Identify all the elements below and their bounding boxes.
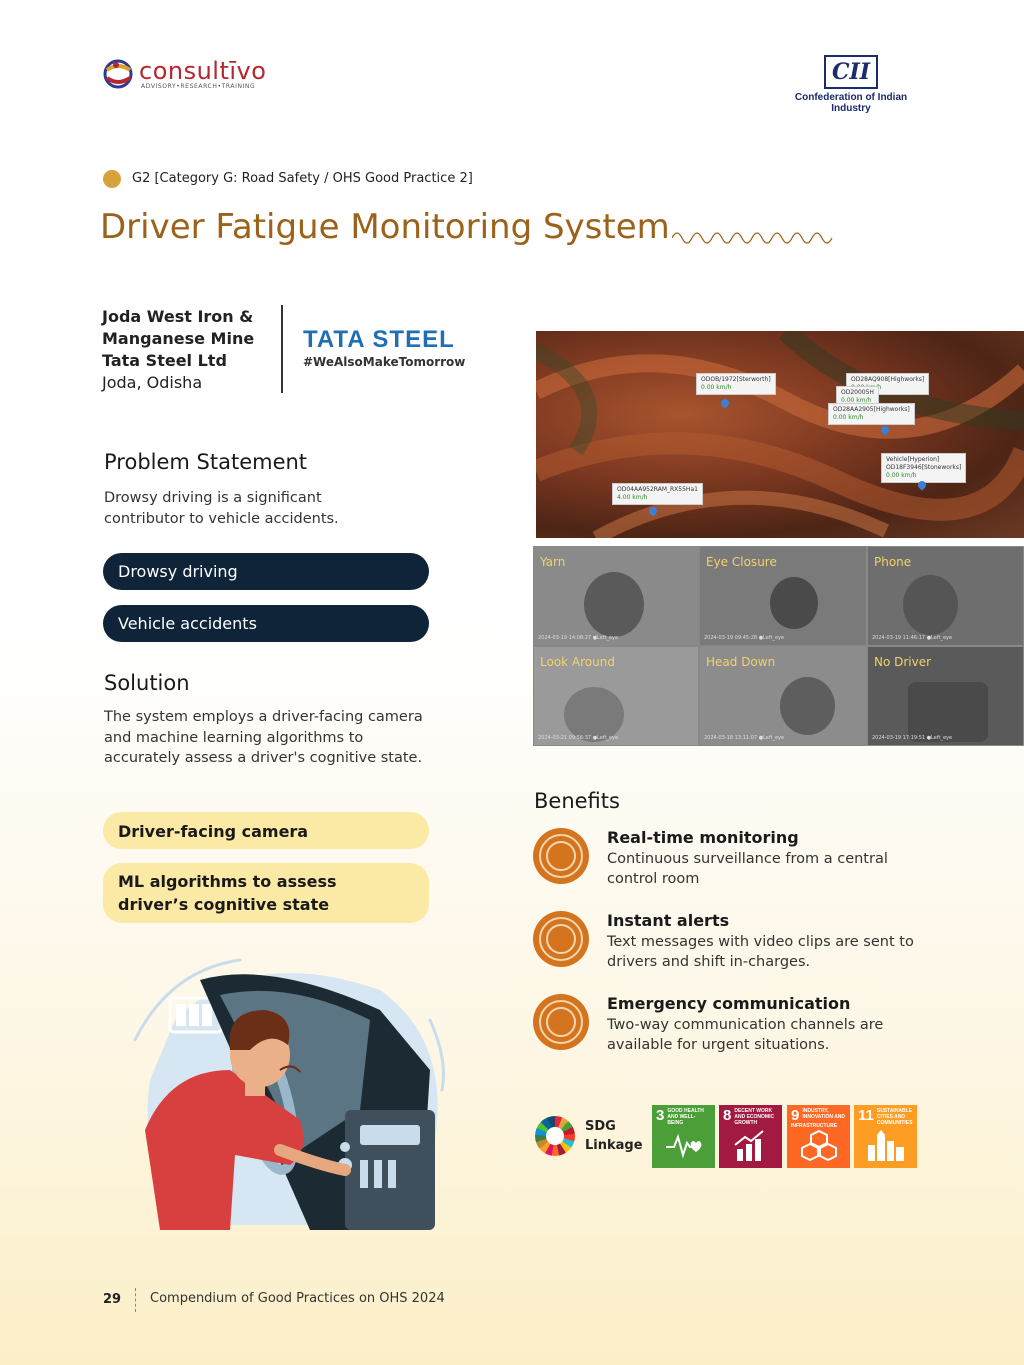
sdg-label-line-2: Linkage — [585, 1138, 643, 1153]
benefit-title: Emergency communication — [607, 994, 851, 1013]
mine-aerial-map-image: ODOB/1972[Sterworth]0.00 km/h OD28AQ908[… — [536, 331, 1024, 538]
sdg-caption: DECENT WORK AND ECONOMIC GROWTH — [734, 1108, 775, 1126]
cubes-icon — [801, 1129, 837, 1161]
company-location: Joda, Odisha — [102, 373, 203, 392]
camera-label: Yarn — [540, 555, 566, 569]
benefits-heading: Benefits — [534, 789, 620, 813]
tata-steel-name: TATA STEEL — [303, 326, 455, 353]
camera-tile: No Driver 2024-03-19 17:19:51 ●Left_eye — [867, 646, 1024, 746]
company-line-1: Joda West Iron & — [102, 307, 254, 326]
camera-timestamp: 2024-03-18 13:11:07 ●Left_eye — [704, 735, 785, 741]
benefit-bullet-icon — [533, 994, 589, 1050]
camera-timestamp: 2024-03-19 11:46:17 ●Left_eye — [872, 635, 953, 641]
camera-timestamp: 2024-03-19 17:19:51 ●Left_eye — [872, 735, 953, 741]
footer-text: Compendium of Good Practices on OHS 2024 — [150, 1291, 445, 1306]
footer-divider — [135, 1288, 136, 1312]
benefit-bullet-icon — [533, 828, 589, 884]
category-dot-icon — [103, 170, 121, 188]
drowsy-driver-illustration — [133, 958, 445, 1230]
company-divider — [281, 305, 283, 393]
driver-camera-grid: Yarn 2024-03-19 14:08:27 ●Left_eye Eye C… — [533, 546, 1024, 746]
page-title: Driver Fatigue Monitoring System — [100, 207, 670, 247]
sdg-tile-3: 3 GOOD HEALTH AND WELL-BEING — [652, 1105, 715, 1168]
camera-tile: Eye Closure 2024-03-19 09:45:28 ●Left_ey… — [699, 546, 867, 646]
sdg-label-line-1: SDG — [585, 1119, 616, 1134]
camera-tile: Phone 2024-03-19 11:46:17 ●Left_eye — [867, 546, 1024, 646]
heartbeat-icon — [666, 1133, 702, 1159]
consultivo-name: consultīvo — [139, 56, 267, 85]
sdg-number: 11 — [858, 1107, 874, 1124]
tata-steel-tagline: #WeAlsoMakeTomorrow — [303, 355, 466, 369]
camera-timestamp: 2024-03-21 09:56:37 ●Left_eye — [538, 735, 619, 741]
sdg-tile-9: 9 INDUSTRY, INNOVATION AND INFRASTRUCTUR… — [787, 1105, 850, 1168]
camera-tile: Head Down 2024-03-18 13:11:07 ●Left_eye — [699, 646, 867, 746]
company-info: Joda West Iron & Manganese Mine Tata Ste… — [102, 306, 254, 394]
growth-chart-icon — [734, 1130, 764, 1161]
camera-label: Eye Closure — [706, 555, 777, 569]
benefit-text: Continuous surveillance from a central c… — [607, 850, 888, 888]
sdg-wheel-icon — [535, 1116, 575, 1156]
camera-timestamp: 2024-03-19 09:45:28 ●Left_eye — [704, 635, 785, 641]
cii-name: Confederation of Indian Industry — [794, 92, 908, 114]
benefit-text: Text messages with video clips are sent … — [607, 933, 914, 971]
benefit-bullet-icon — [533, 911, 589, 967]
solution-pill-2: ML algorithms to assess driver’s cogniti… — [103, 863, 429, 923]
sdg-tile-8: 8 DECENT WORK AND ECONOMIC GROWTH — [719, 1105, 782, 1168]
page-number: 29 — [103, 1292, 122, 1307]
benefit-title: Real-time monitoring — [607, 828, 799, 847]
solution-text: The system employs a driver-facing camer… — [104, 709, 423, 766]
camera-label: No Driver — [874, 655, 932, 669]
benefit-item: Instant alerts Text messages with video … — [607, 911, 937, 973]
category-label: G2 [Category G: Road Safety / OHS Good P… — [132, 171, 473, 186]
problem-heading: Problem Statement — [104, 450, 308, 474]
cii-logo: CII Confederation of Indian Industry — [776, 55, 926, 114]
camera-label: Head Down — [706, 655, 776, 669]
benefit-item: Emergency communication Two-way communic… — [607, 994, 937, 1056]
consultivo-mark-icon — [103, 58, 133, 90]
sdg-number: 9 — [791, 1107, 800, 1124]
sdg-label: SDG Linkage — [585, 1117, 643, 1155]
tata-steel-logo: TATA STEEL #WeAlsoMakeTomorrow — [303, 326, 465, 369]
sdg-caption: INDUSTRY, INNOVATION AND INFRASTRUCTURE — [791, 1108, 846, 1129]
camera-label: Look Around — [540, 655, 615, 669]
cii-mark: CII — [824, 55, 878, 89]
camera-tile: Look Around 2024-03-21 09:56:37 ●Left_ey… — [533, 646, 699, 746]
sdg-tile-11: 11 SUSTAINABLE CITIES AND COMMUNITIES — [854, 1105, 917, 1168]
benefit-item: Real-time monitoring Continuous surveill… — [607, 828, 937, 890]
solution-pill-1: Driver-facing camera — [103, 812, 429, 849]
city-buildings-icon — [868, 1130, 904, 1161]
consultivo-logo: consultīvo ADVISORY•RESEARCH•TRAINING — [103, 58, 266, 90]
camera-timestamp: 2024-03-19 14:08:27 ●Left_eye — [538, 635, 619, 641]
benefit-title: Instant alerts — [607, 911, 730, 930]
sdg-number: 8 — [723, 1107, 732, 1124]
problem-pill-2: Vehicle accidents — [103, 605, 429, 642]
sdg-caption: GOOD HEALTH AND WELL-BEING — [667, 1108, 704, 1126]
squiggle-decoration-icon — [672, 232, 833, 244]
sdg-number: 3 — [656, 1107, 665, 1124]
company-line-3: Tata Steel Ltd — [102, 351, 227, 370]
problem-text: Drowsy driving is a significant contribu… — [104, 490, 339, 527]
company-line-2: Manganese Mine — [102, 329, 255, 348]
problem-pill-1: Drowsy driving — [103, 553, 429, 590]
consultivo-tagline: ADVISORY•RESEARCH•TRAINING — [141, 82, 256, 90]
sdg-caption: SUSTAINABLE CITIES AND COMMUNITIES — [876, 1108, 913, 1126]
camera-tile: Yarn 2024-03-19 14:08:27 ●Left_eye — [533, 546, 699, 646]
solution-heading: Solution — [104, 671, 190, 695]
camera-label: Phone — [874, 555, 912, 569]
benefit-text: Two-way communication channels are avail… — [607, 1016, 884, 1054]
